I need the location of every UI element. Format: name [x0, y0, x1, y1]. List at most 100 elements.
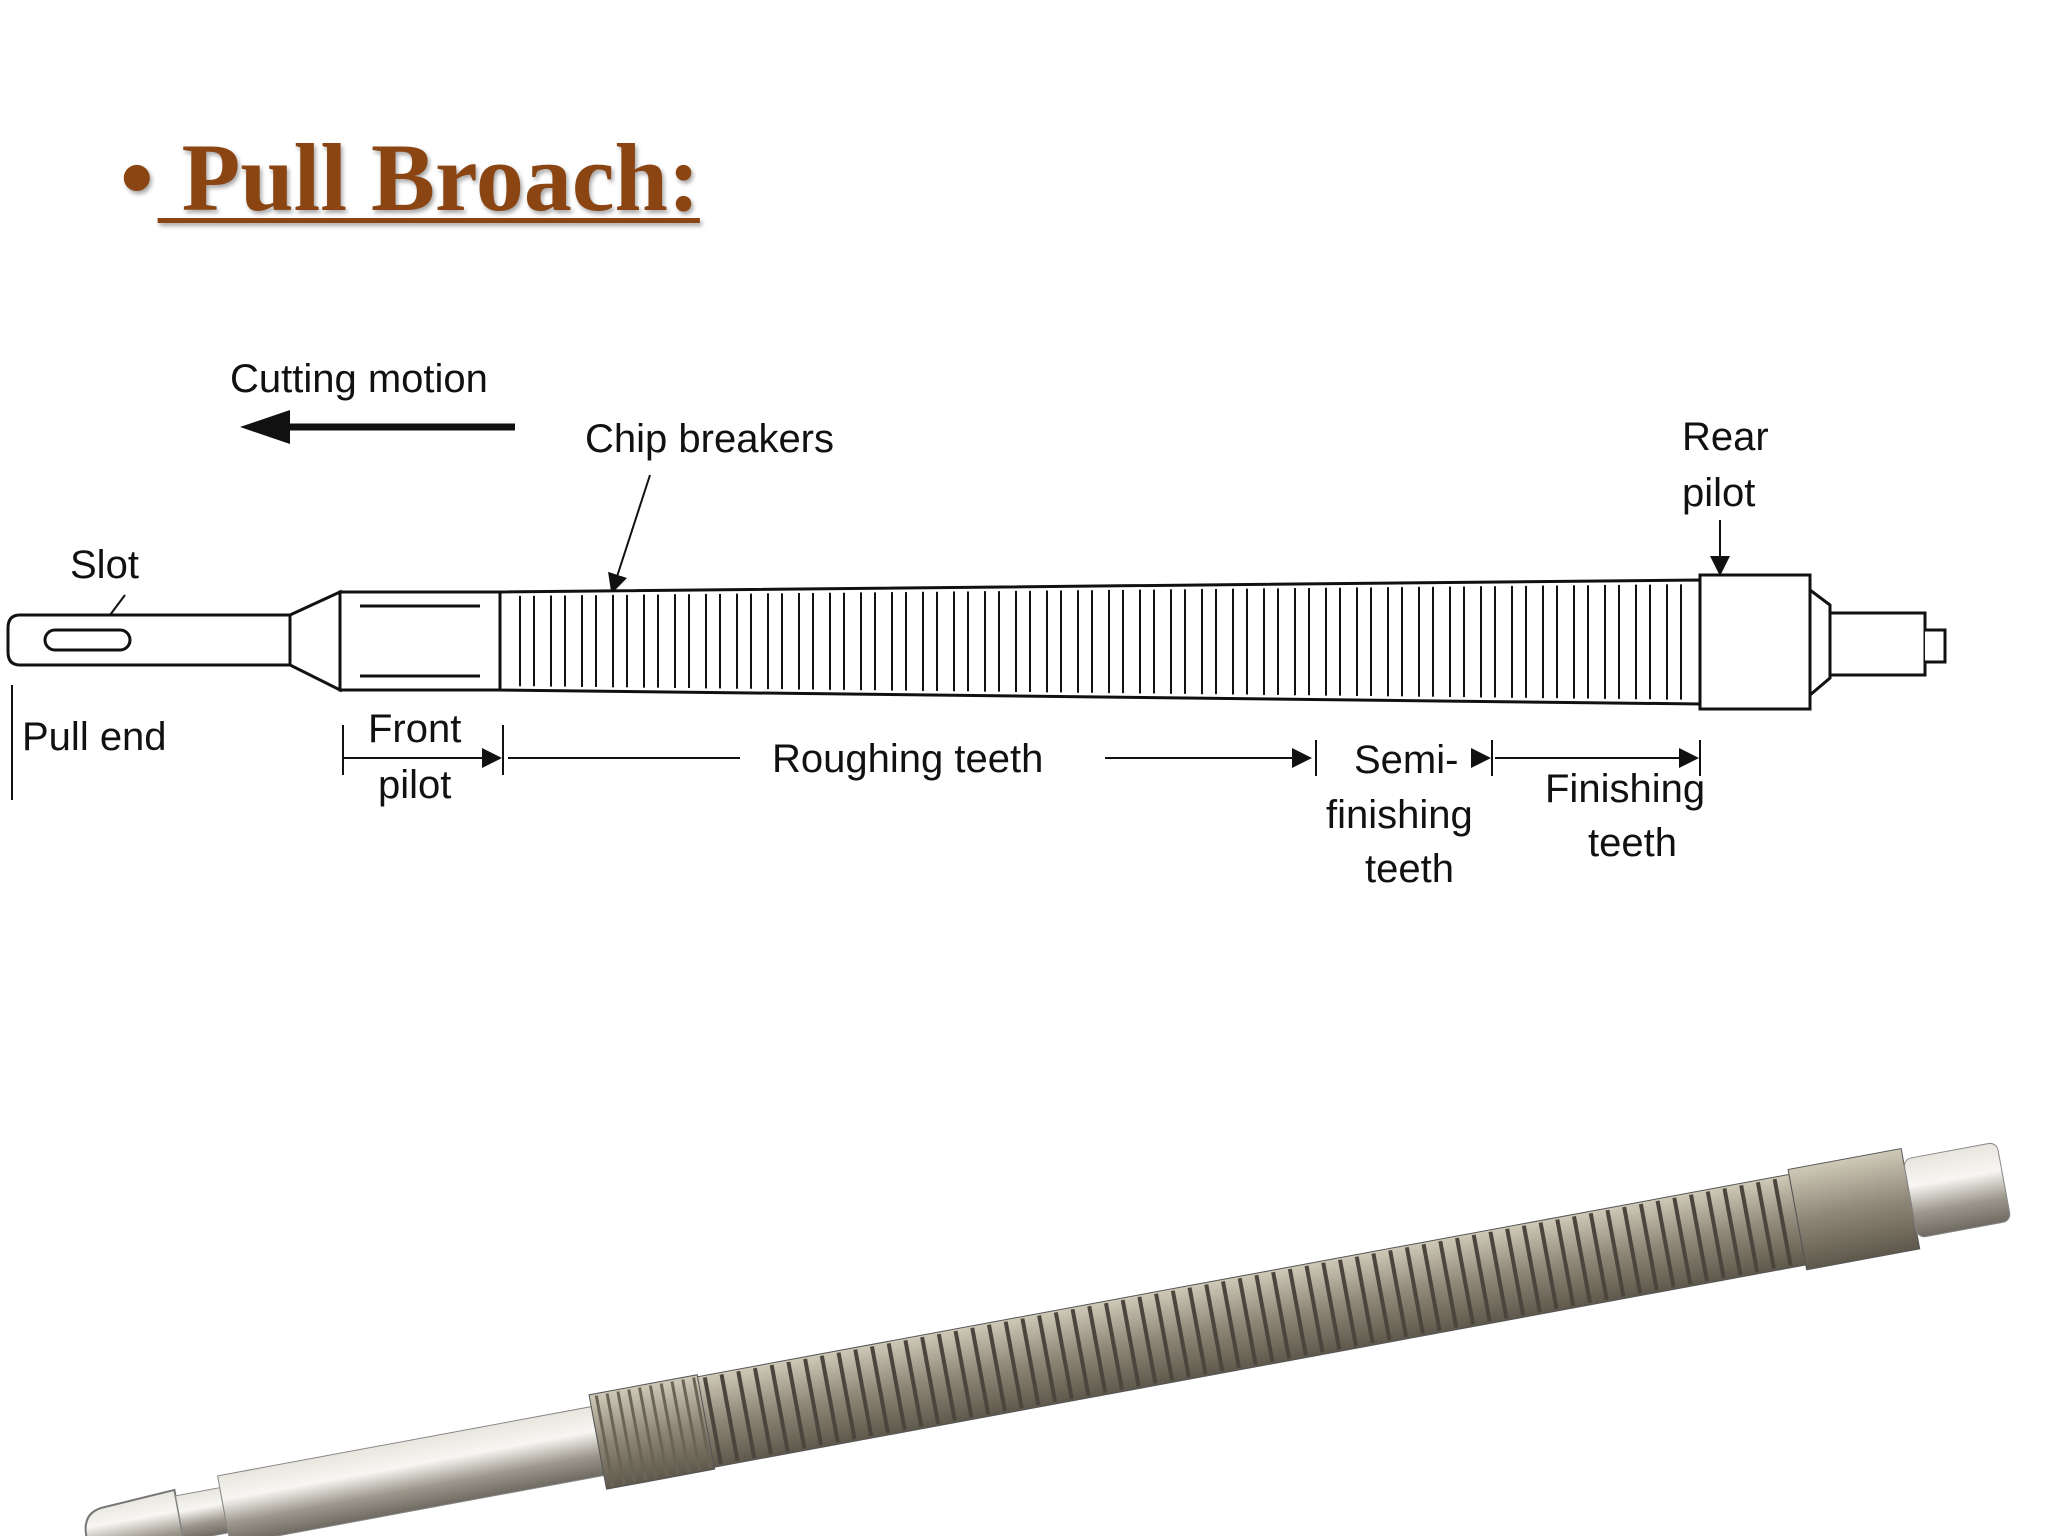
- photo-tooth: [1672, 1197, 1693, 1285]
- photo-tooth: [1772, 1178, 1793, 1267]
- photo-tooth: [786, 1361, 807, 1449]
- broach-teeth: [519, 584, 1682, 700]
- photo-tooth: [702, 1377, 723, 1465]
- photo-tooth: [1438, 1240, 1459, 1329]
- photo-spline: [670, 1381, 691, 1473]
- label-finishing-1: Finishing: [1545, 767, 1705, 811]
- photo-spline: [648, 1385, 669, 1477]
- photo-tooth: [1705, 1191, 1726, 1279]
- photo-spline: [659, 1383, 680, 1475]
- photo-tooth: [836, 1352, 857, 1440]
- photo-tooth: [1237, 1277, 1258, 1366]
- photo-tooth: [1555, 1219, 1576, 1307]
- slot-icon: [43, 628, 132, 652]
- photo-tooth: [719, 1373, 740, 1462]
- photo-tooth: [1421, 1243, 1442, 1332]
- left-arrow-icon: [240, 410, 515, 444]
- photo-spline: [616, 1391, 637, 1483]
- photo-spline: [681, 1379, 702, 1471]
- photo-tooth: [987, 1324, 1007, 1412]
- photo-tooth: [869, 1346, 890, 1434]
- slide-title: • Pull Broach:: [120, 130, 700, 226]
- photo-tooth: [1170, 1290, 1191, 1378]
- label-finishing-2: teeth: [1588, 821, 1677, 865]
- photo-tooth: [1622, 1206, 1643, 1294]
- photo-tooth: [1588, 1212, 1609, 1301]
- chip-breakers-leader: [608, 474, 651, 594]
- photo-tooth: [819, 1355, 840, 1443]
- photo-tooth: [1371, 1253, 1392, 1341]
- label-roughing-teeth: Roughing teeth: [772, 737, 1043, 781]
- photo-tooth: [1521, 1225, 1542, 1313]
- photo-tooth: [903, 1339, 924, 1428]
- photo-tooth: [886, 1342, 907, 1431]
- photo-tooth: [1505, 1228, 1526, 1316]
- photo-tooth: [1053, 1312, 1074, 1400]
- label-front-pilot-2: pilot: [378, 763, 451, 807]
- label-pull-end: Pull end: [22, 715, 167, 759]
- photo-spline: [594, 1395, 615, 1487]
- label-semi-2: finishing: [1326, 793, 1473, 837]
- photo-spline: [638, 1387, 658, 1479]
- photo-tooth: [1254, 1274, 1275, 1363]
- label-semi-1: Semi-: [1354, 738, 1458, 782]
- photo-tooth: [1572, 1215, 1593, 1304]
- title-text: Pull Broach:: [157, 124, 700, 231]
- photo-tooth: [1321, 1262, 1342, 1350]
- broach-outline: [6, 573, 1947, 711]
- photo-tooth: [769, 1364, 790, 1452]
- photo-tooth: [1020, 1318, 1041, 1406]
- photo-tooth: [1154, 1293, 1175, 1381]
- label-rear-pilot-1: Rear: [1682, 415, 1769, 459]
- label-slot: Slot: [70, 543, 139, 587]
- photo-tooth: [1538, 1222, 1559, 1310]
- photo-tooth: [752, 1367, 773, 1456]
- photo-tooth: [953, 1330, 974, 1418]
- photo-tooth: [1304, 1265, 1325, 1353]
- photo-spline: [605, 1393, 626, 1485]
- photo-tooth: [736, 1370, 757, 1459]
- label-rear-pilot-2: pilot: [1682, 471, 1755, 515]
- photo-tooth: [1605, 1209, 1626, 1298]
- label-chip-breakers: Chip breakers: [585, 417, 834, 461]
- photo-tooth: [1120, 1299, 1141, 1387]
- photo-tooth: [1187, 1287, 1208, 1375]
- photo-tooth: [970, 1327, 991, 1415]
- photo-spline: [692, 1377, 712, 1469]
- photo-tooth: [1739, 1184, 1760, 1273]
- photo-tooth: [1455, 1237, 1476, 1325]
- photo-tooth: [1137, 1296, 1158, 1384]
- photo-tooth: [1338, 1259, 1358, 1347]
- broach-diagram: Cutting motion Chip breakers Slot Rear p…: [6, 357, 1947, 891]
- photo-tooth: [1471, 1234, 1492, 1322]
- photo-tooth: [1388, 1250, 1409, 1338]
- photo-tooth: [1104, 1302, 1124, 1390]
- photo-tooth: [1003, 1321, 1024, 1409]
- photo-spline: [627, 1389, 647, 1481]
- photo-tooth: [1271, 1271, 1292, 1359]
- broach-photo: [84, 1142, 2011, 1536]
- photo-tooth: [1070, 1308, 1091, 1397]
- label-cutting-motion: Cutting motion: [230, 357, 488, 401]
- photo-tooth: [1722, 1188, 1743, 1276]
- title-bullet: •: [120, 124, 154, 231]
- photo-tooth: [1755, 1181, 1776, 1270]
- photo-tooth: [1689, 1194, 1710, 1282]
- photo-tooth: [853, 1349, 874, 1437]
- photo-tooth: [1488, 1231, 1509, 1319]
- photo-tooth: [936, 1333, 957, 1421]
- photo-tooth: [1404, 1246, 1425, 1335]
- photo-tooth: [1655, 1200, 1676, 1288]
- photo-tooth: [920, 1336, 941, 1425]
- photo-tooth: [1087, 1305, 1108, 1394]
- photo-tooth: [1638, 1203, 1659, 1291]
- photo-tooth: [1037, 1315, 1058, 1403]
- label-front-pilot-1: Front: [368, 707, 461, 751]
- photo-tooth: [1287, 1268, 1308, 1356]
- photo-tooth: [1204, 1284, 1225, 1372]
- label-semi-3: teeth: [1365, 847, 1454, 891]
- photo-tooth: [1221, 1281, 1241, 1369]
- photo-tooth: [803, 1358, 824, 1446]
- photo-tooth: [1354, 1256, 1375, 1344]
- dimension-lines: [342, 725, 1701, 776]
